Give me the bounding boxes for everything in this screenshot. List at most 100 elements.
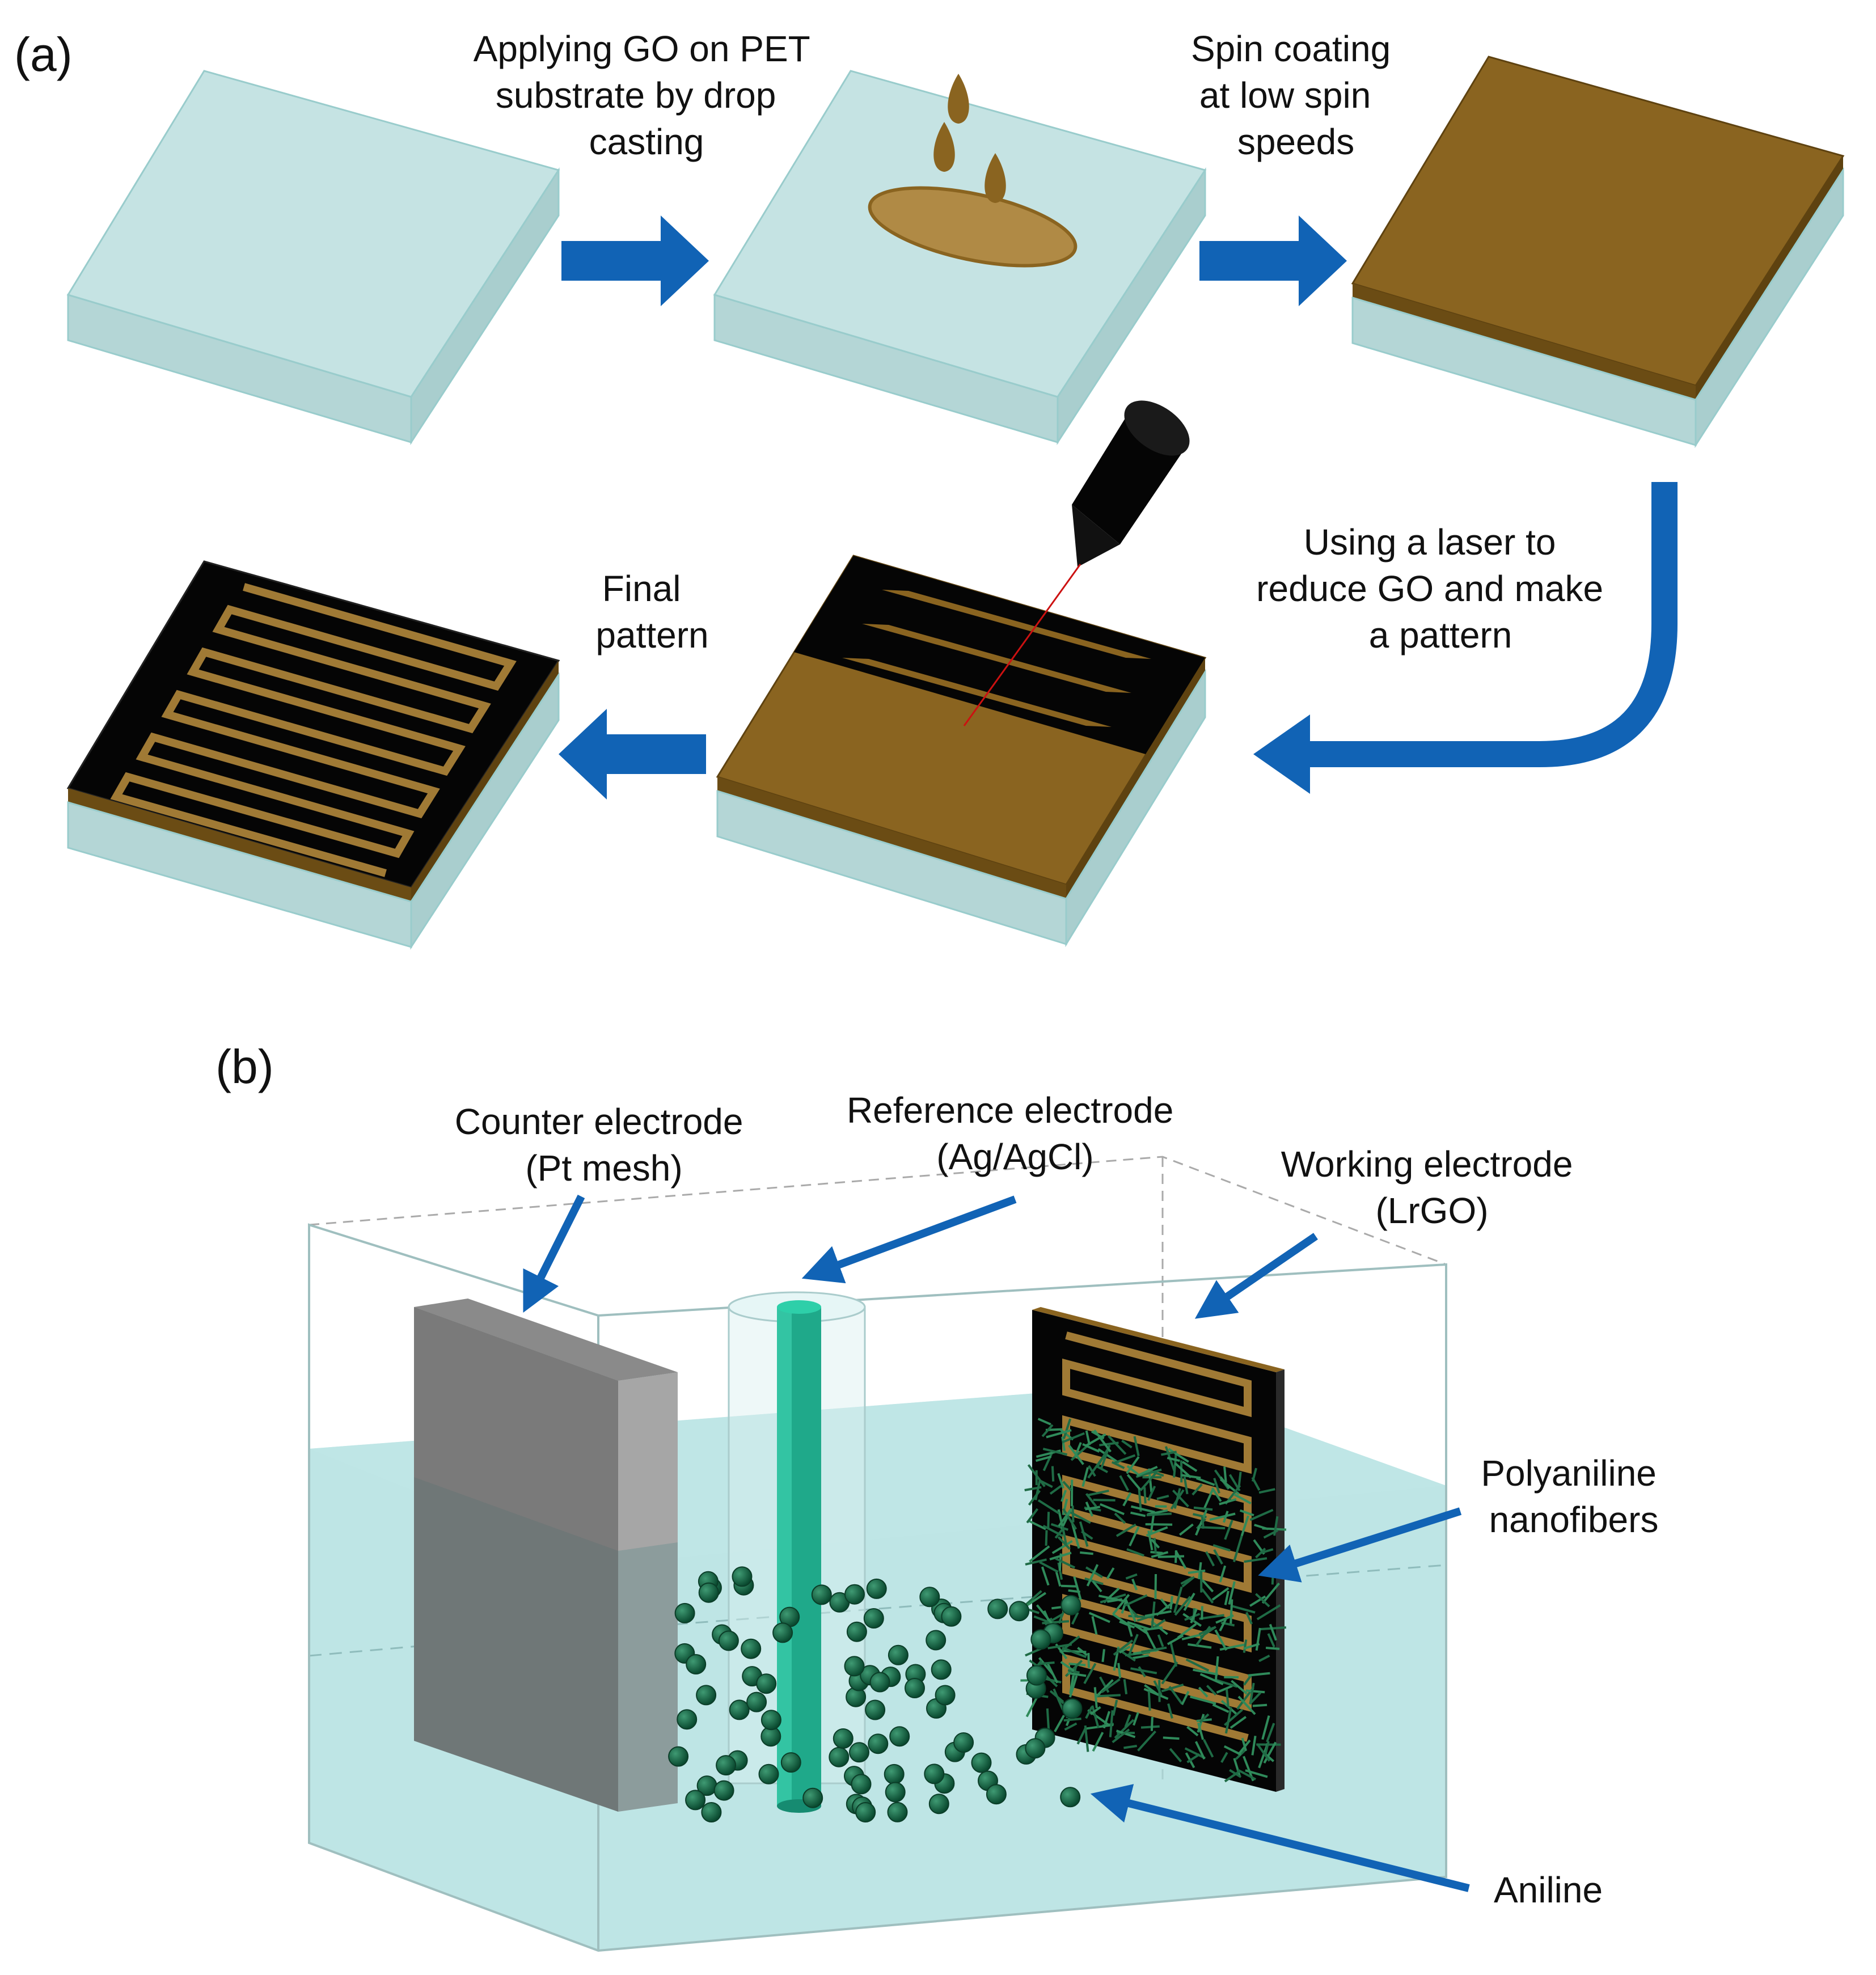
reference-electrode-arrow xyxy=(817,1199,1015,1273)
aniline-sphere xyxy=(864,1609,884,1628)
aniline-sphere xyxy=(954,1733,973,1752)
caption-spin-coating: Spin coating at low spin speeds xyxy=(1191,28,1401,162)
nanofiber xyxy=(1097,1695,1121,1696)
aniline-sphere xyxy=(852,1774,871,1794)
aniline-sphere xyxy=(741,1639,760,1659)
nanofiber xyxy=(1102,1649,1104,1662)
aniline-sphere xyxy=(719,1631,738,1651)
aniline-sphere xyxy=(850,1743,869,1762)
step-arrow-1 xyxy=(561,215,709,306)
aniline-sphere xyxy=(889,1646,908,1665)
aniline-sphere xyxy=(926,1631,945,1650)
counter-electrode-arrow xyxy=(530,1196,581,1299)
aniline-sphere xyxy=(762,1710,781,1729)
laser-patterning-substrate xyxy=(717,390,1205,944)
aniline-sphere xyxy=(885,1765,904,1784)
spin-coated-substrate xyxy=(1353,57,1843,445)
panel-b-label: (b) xyxy=(216,1040,274,1093)
nanofiber xyxy=(1149,1691,1150,1711)
aniline-sphere xyxy=(829,1748,848,1767)
working-electrode xyxy=(1020,1307,1286,1792)
nanofiber xyxy=(1163,1737,1180,1739)
aniline-sphere xyxy=(888,1803,907,1822)
aniline-sphere xyxy=(1027,1666,1046,1685)
aniline-sphere xyxy=(675,1604,695,1623)
nanofiber xyxy=(1046,1530,1047,1546)
aniline-sphere xyxy=(1031,1630,1050,1649)
nanofiber xyxy=(1141,1727,1160,1728)
step-arrow-2 xyxy=(1199,215,1347,306)
aniline-sphere xyxy=(677,1710,696,1729)
aniline-sphere xyxy=(932,1660,951,1679)
aniline-sphere xyxy=(715,1781,734,1800)
aniline-sphere xyxy=(987,1784,1006,1804)
aniline-sphere xyxy=(733,1567,752,1586)
aniline-sphere xyxy=(686,1790,705,1809)
aniline-sphere xyxy=(890,1727,909,1746)
nanofiber xyxy=(1068,1591,1080,1592)
caption-laser: Using a laser to reduce GO and make a pa… xyxy=(1256,522,1613,655)
label-reference-electrode: Reference electrode (Ag/AgCl) xyxy=(847,1090,1184,1177)
aniline-sphere xyxy=(702,1803,721,1822)
aniline-sphere xyxy=(1060,1787,1080,1807)
aniline-sphere xyxy=(867,1579,886,1598)
aniline-sphere xyxy=(669,1747,688,1766)
aniline-sphere xyxy=(803,1788,822,1808)
nanofiber xyxy=(1147,1513,1172,1515)
aniline-sphere xyxy=(924,1764,944,1783)
nanofiber xyxy=(1048,1512,1049,1528)
aniline-sphere xyxy=(781,1753,801,1772)
aniline-sphere xyxy=(759,1765,779,1784)
label-polyaniline: Polyaniline nanofibers xyxy=(1481,1453,1666,1540)
label-aniline: Aniline xyxy=(1494,1870,1603,1910)
aniline-sphere xyxy=(747,1693,766,1712)
aniline-sphere xyxy=(1061,1596,1080,1615)
aniline-sphere xyxy=(1009,1601,1029,1621)
aniline-sphere xyxy=(920,1587,939,1606)
panel-a-label: (a) xyxy=(14,28,73,81)
label-working-electrode: Working electrode (LrGO) xyxy=(1281,1144,1583,1231)
aniline-sphere xyxy=(871,1673,890,1692)
aniline-sphere xyxy=(988,1599,1007,1618)
aniline-sphere xyxy=(865,1701,885,1720)
aniline-sphere xyxy=(936,1686,955,1705)
final-pattern-substrate xyxy=(68,561,559,947)
caption-final-pattern: Final pattern xyxy=(595,568,708,655)
aniline-sphere xyxy=(834,1729,853,1748)
aniline-sphere xyxy=(868,1734,888,1753)
aniline-sphere xyxy=(757,1674,776,1693)
aniline-sphere xyxy=(773,1623,792,1642)
nanofiber xyxy=(1200,1527,1226,1528)
nanofiber xyxy=(1061,1586,1078,1587)
nanofiber xyxy=(1146,1524,1172,1525)
aniline-sphere xyxy=(686,1655,705,1674)
nanofiber xyxy=(1080,1553,1093,1554)
aniline-sphere xyxy=(730,1700,749,1719)
aniline-sphere xyxy=(941,1607,961,1626)
aniline-sphere xyxy=(716,1756,736,1775)
caption-drop-casting: Applying GO on PET substrate by drop cas… xyxy=(474,28,820,162)
go-droplet-icon xyxy=(948,74,969,124)
aniline-sphere xyxy=(1062,1699,1081,1718)
aniline-sphere xyxy=(886,1783,905,1802)
nanofiber xyxy=(1224,1467,1226,1483)
aniline-sphere xyxy=(845,1585,864,1604)
aniline-sphere xyxy=(929,1794,949,1813)
bare-pet-substrate xyxy=(68,71,559,442)
nanofiber xyxy=(1144,1487,1146,1504)
nanofiber xyxy=(1253,1705,1267,1706)
drop-cast-substrate xyxy=(715,71,1205,442)
aniline-sphere xyxy=(856,1803,875,1822)
nanofiber xyxy=(1155,1574,1156,1599)
step-arrow-4 xyxy=(559,709,706,800)
aniline-sphere xyxy=(847,1622,867,1642)
nanofiber xyxy=(1266,1648,1279,1649)
nanofiber xyxy=(1246,1690,1265,1692)
label-counter-electrode: Counter electrode (Pt mesh) xyxy=(455,1101,754,1189)
aniline-sphere xyxy=(905,1678,924,1698)
aniline-sphere xyxy=(845,1656,864,1676)
aniline-sphere xyxy=(696,1685,716,1705)
nanofiber xyxy=(1273,1562,1274,1584)
aniline-sphere xyxy=(972,1753,991,1773)
